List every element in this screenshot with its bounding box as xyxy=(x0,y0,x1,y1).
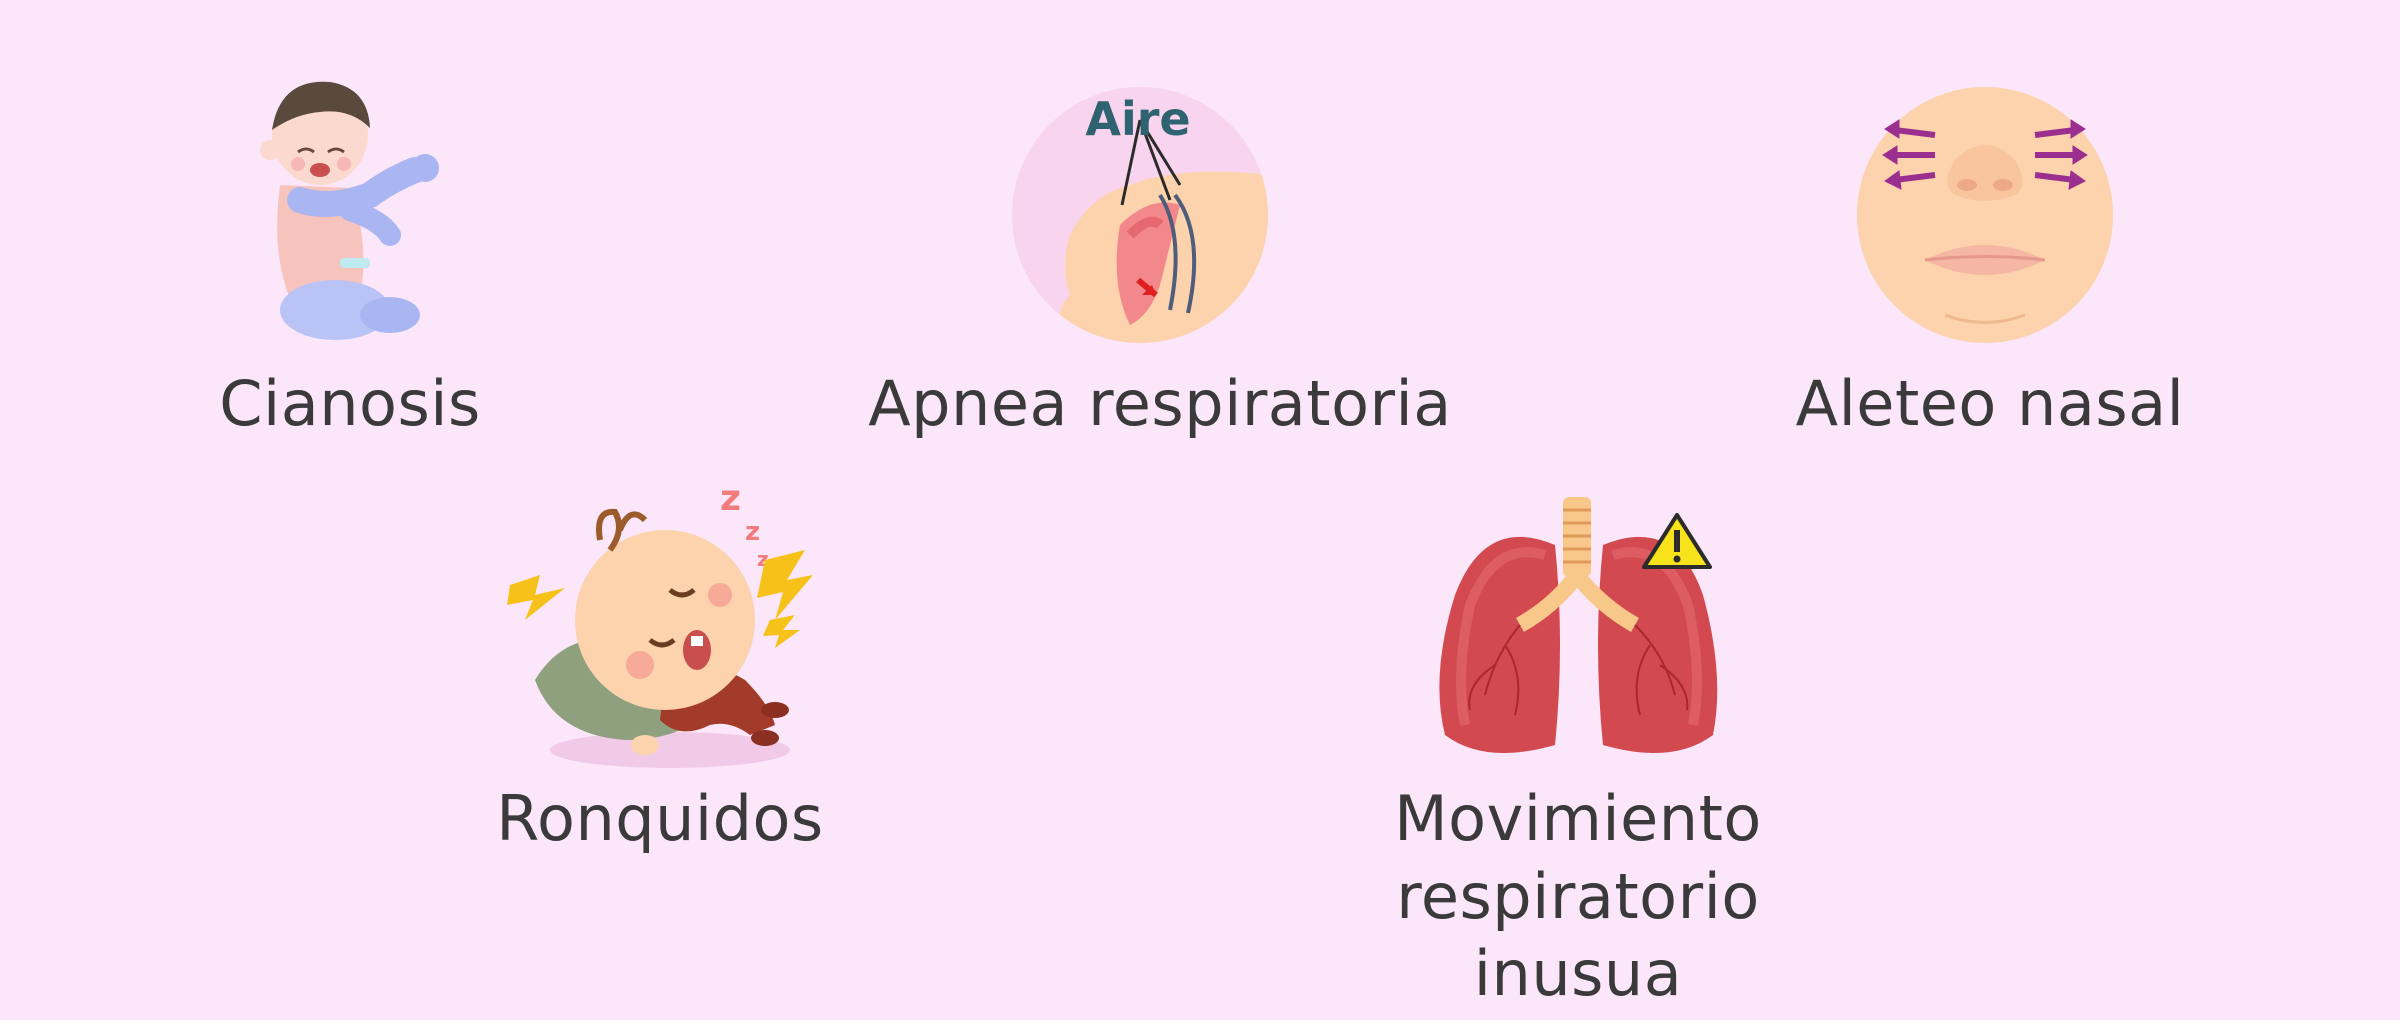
lungs-warning-icon xyxy=(1439,497,1718,753)
svg-text:z: z xyxy=(720,480,741,519)
symptom-label: Aleteo nasal xyxy=(1795,367,2185,440)
symptom-label: Apnea respiratoria xyxy=(868,367,1452,440)
airway-profile-icon: Aire xyxy=(1012,87,1268,343)
snoring-baby-icon: z z z xyxy=(507,480,813,768)
symptom-label: Movimiento respiratorio inusua xyxy=(1394,780,1762,1013)
aire-label: Aire xyxy=(1085,92,1190,146)
symptom-label-line1: Movimiento xyxy=(1394,782,1762,855)
svg-text:z: z xyxy=(757,547,769,571)
svg-text:z: z xyxy=(745,517,760,547)
symptom-label: Cianosis xyxy=(219,367,481,440)
nostril-flaring-face-icon xyxy=(1857,87,2113,343)
bluish-baby-icon xyxy=(260,81,439,340)
symptom-label-line2: respiratorio inusua xyxy=(1396,859,1760,1011)
symptom-label: Ronquidos xyxy=(496,782,824,855)
